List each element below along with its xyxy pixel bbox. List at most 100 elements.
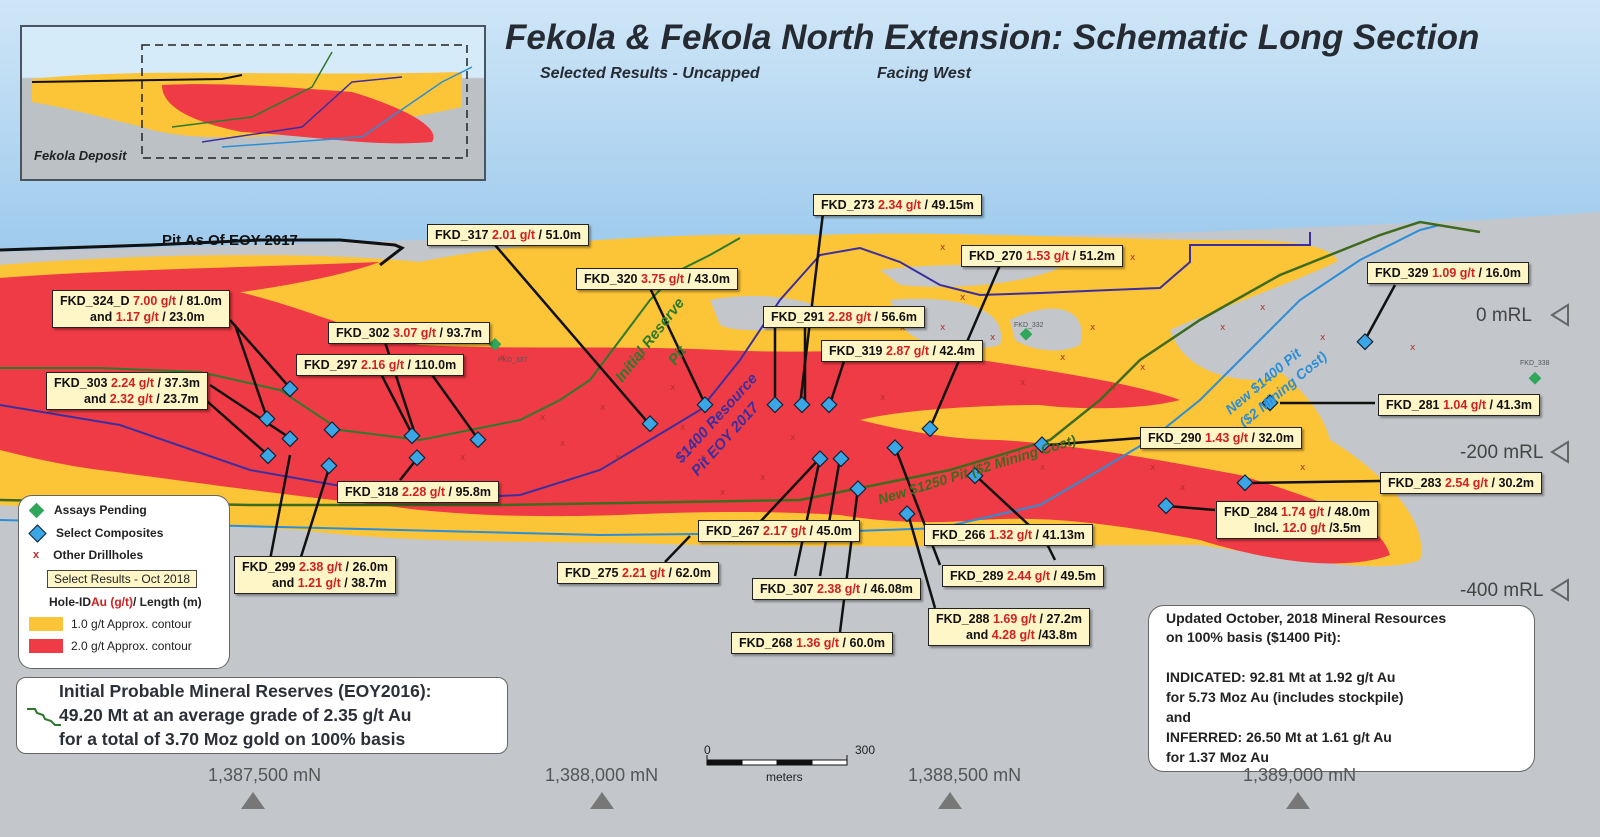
svg-text:x: x <box>1020 378 1026 388</box>
callout-fkd-266: FKD_266 1.32 g/t / 41.13m <box>924 524 1093 546</box>
hole-id: and <box>90 310 113 324</box>
interval-length: / 43.0m <box>687 272 730 286</box>
interval-length: / 110.0m <box>407 358 457 372</box>
legend-select-results: Select Results - Oct 2018 <box>47 570 198 588</box>
interval-length: / 41.3m <box>1489 398 1532 412</box>
hole-id: FKD_297 <box>304 358 358 372</box>
au-grade: 3.07 g/t <box>392 326 437 340</box>
legend-contour-2-label: 2.0 g/t Approx. contour <box>71 639 192 653</box>
legend-assays-pending-label: Assays Pending <box>54 503 147 517</box>
callout-line: FKD_266 1.32 g/t / 41.13m <box>932 527 1085 543</box>
hole-id: and <box>966 628 989 642</box>
callout-line: FKD_324_D 7.00 g/t / 81.0m <box>60 293 222 309</box>
legend-hole-id-prefix: Hole-ID <box>49 595 91 609</box>
au-grade: 2.38 g/t <box>816 582 861 596</box>
reserves-line3: for a total of 3.70 Moz gold on 100% bas… <box>59 729 406 749</box>
select-composites <box>258 333 1374 523</box>
legend-select-composites-label: Select Composites <box>56 526 164 540</box>
legend-hole-id-suffix: / Length (m) <box>132 595 202 609</box>
legend-contour-1-label: 1.0 g/t Approx. contour <box>71 617 192 631</box>
callout-line: FKD_281 1.04 g/t / 41.3m <box>1386 397 1532 413</box>
resources-line2: on 100% basis ($1400 Pit): <box>1166 629 1342 645</box>
gray-pocket-4 <box>880 264 1060 287</box>
legend-assays-pending: Assays Pending <box>28 502 147 518</box>
inset-map <box>20 25 486 181</box>
interval-length: / 16.0m <box>1478 266 1521 280</box>
elevation-markers <box>1550 303 1569 602</box>
callout-line: FKD_319 2.87 g/t / 42.4m <box>829 343 975 359</box>
au-grade: 2.38 g/t <box>298 560 343 574</box>
reserve-pit-line-icon <box>27 708 61 726</box>
svg-text:x: x <box>1300 463 1306 473</box>
callout-fkd-290: FKD_290 1.43 g/t / 32.0m <box>1140 427 1302 449</box>
hole-id: FKD_302 <box>336 326 390 340</box>
callout-line: FKD_290 1.43 g/t / 32.0m <box>1148 430 1294 446</box>
interval-length: / 46.08m <box>863 582 913 596</box>
interval-length: / 42.4m <box>932 344 975 358</box>
elevation-minus-400: -400 mRL <box>1460 580 1544 601</box>
svg-text:x: x <box>560 439 566 449</box>
au-grade: 2.54 g/t <box>1444 476 1489 490</box>
callout-line: FKD_283 2.54 g/t / 30.2m <box>1388 475 1534 491</box>
reserves-line2: 49.20 Mt at an average grade of 2.35 g/t… <box>59 705 412 725</box>
pit-eoy2017-line <box>0 238 405 267</box>
svg-text:x: x <box>760 473 766 483</box>
callout-fkd-329: FKD_329 1.09 g/t / 16.0m <box>1367 262 1529 284</box>
scale-unit: meters <box>766 770 803 784</box>
hole-id: FKD_320 <box>584 272 638 286</box>
hole-id: FKD_268 <box>739 636 793 650</box>
svg-text:x: x <box>790 433 796 443</box>
hole-id: FKD_290 <box>1148 431 1202 445</box>
hole-id: FKD_266 <box>932 528 986 542</box>
northing-triangle-1 <box>241 792 265 809</box>
callout-line: FKD_302 3.07 g/t / 93.7m <box>336 325 482 341</box>
interval-length: / 23.7m <box>156 392 199 406</box>
au-grade: 3.75 g/t <box>640 272 685 286</box>
interval-length: / 60.0m <box>842 636 885 650</box>
callout-fkd-273: FKD_273 2.34 g/t / 49.15m <box>813 194 982 216</box>
svg-text:x: x <box>600 403 606 413</box>
au-grade: 1.17 g/t <box>115 310 159 324</box>
callout-line: FKD_267 2.17 g/t / 45.0m <box>706 523 852 539</box>
au-grade: 1.32 g/t <box>988 528 1033 542</box>
legend-hole-id: Hole-ID Au (g/t) / Length (m) <box>49 595 202 609</box>
resources-line7: for 1.37 Moz Au <box>1166 749 1269 765</box>
interval-length: / 93.7m <box>439 326 482 340</box>
svg-text:x: x <box>960 293 966 303</box>
interval-length: / 51.2m <box>1072 249 1115 263</box>
new-1250-pit-line <box>0 220 1481 507</box>
page-title: Fekola & Fekola North Extension: Schemat… <box>505 18 1480 57</box>
legend-other-drillholes-label: Other Drillholes <box>53 548 144 562</box>
svg-text:x: x <box>880 393 886 403</box>
svg-text:x: x <box>540 413 546 423</box>
callout-fkd-281: FKD_281 1.04 g/t / 41.3m <box>1378 394 1540 416</box>
au-grade: 2.28 g/t <box>827 310 872 324</box>
svg-text:x: x <box>1040 463 1046 473</box>
hole-id: FKD_329 <box>1375 266 1429 280</box>
northing-4: 1,389,000 mN <box>1243 765 1357 785</box>
svg-text:x: x <box>1150 463 1156 473</box>
hole-id: FKD_289 <box>950 569 1004 583</box>
interval-length: / 23.0m <box>162 310 205 324</box>
svg-text:x: x <box>1090 323 1096 333</box>
subtitle-left: Selected Results - Uncapped <box>540 65 760 82</box>
elevation-minus-200: -200 mRL <box>1460 442 1544 463</box>
svg-text:x: x <box>460 453 466 463</box>
interval-length: / 81.0m <box>179 294 222 308</box>
callout-fkd-302: FKD_302 3.07 g/t / 93.7m <box>328 322 490 344</box>
hole-id: FKD_270 <box>969 249 1023 263</box>
callout-fkd-283: FKD_283 2.54 g/t / 30.2m <box>1380 472 1542 494</box>
au-grade: 1.21 g/t <box>297 576 341 590</box>
callout-line: and 1.17 g/t / 23.0m <box>60 309 222 325</box>
hole-id: FKD_318 <box>345 485 399 499</box>
callout-line: FKD_289 2.44 g/t / 49.5m <box>950 568 1096 584</box>
hole-id: FKD_303 <box>54 376 108 390</box>
gray-pocket-3 <box>1010 308 1082 351</box>
au-grade: 1.09 g/t <box>1431 266 1476 280</box>
hole-id: FKD_288 <box>936 612 990 626</box>
